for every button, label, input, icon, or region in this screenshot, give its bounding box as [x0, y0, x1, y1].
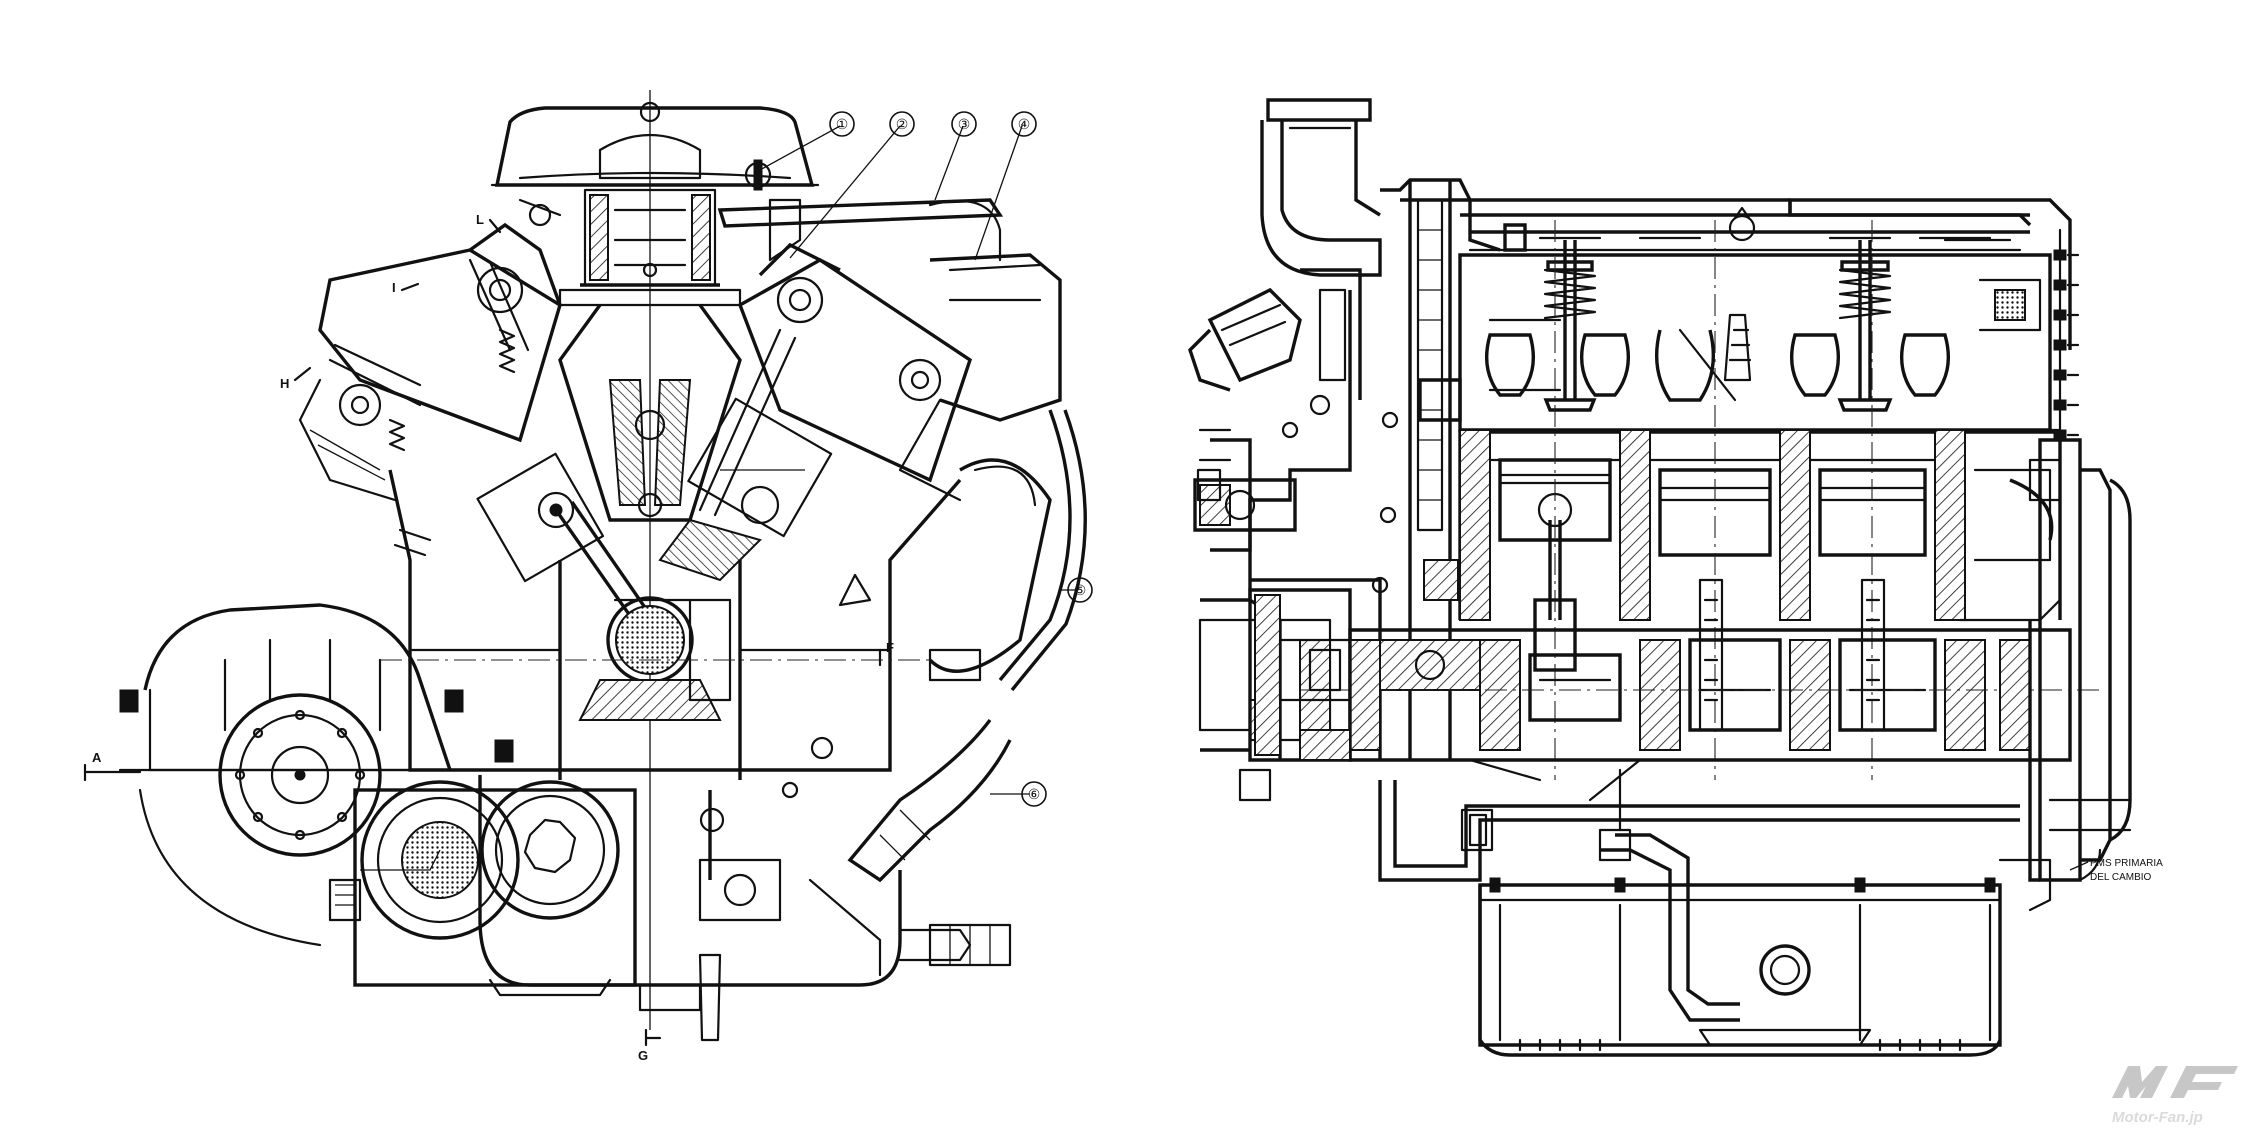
exhaust-and-hose [717, 198, 1087, 883]
side-note: PMS PRIMARIA DEL CAMBIO [2069, 858, 2163, 883]
rear-bolt-column [2053, 228, 2080, 442]
motor-fan-watermark: Motor-Fan.jp [2112, 1066, 2238, 1126]
callout-2: ② [889, 111, 915, 137]
air-cleaner [490, 90, 820, 1030]
oil-pump-gears [328, 780, 637, 987]
callout-6: ⑥ [1021, 781, 1047, 807]
oil-pickup-and-sump [1378, 758, 2020, 1057]
svg-text:②: ② [896, 116, 909, 132]
section-mark-l: L [476, 212, 484, 227]
callout-1: ① [829, 111, 855, 137]
cylinder-head-section [1458, 240, 2052, 432]
svg-text:③: ③ [958, 116, 971, 132]
left-cylinder-head [298, 222, 563, 502]
callout-leaders [759, 125, 1078, 795]
crankshaft-section [578, 596, 722, 721]
side-note-line-1: PMS PRIMARIA [2090, 858, 2163, 869]
detail-fittings [393, 159, 872, 799]
crankcase [380, 469, 962, 780]
svg-text:④: ④ [1018, 116, 1031, 132]
oil-sump [478, 775, 1012, 1042]
callout-5: ⑤ [1067, 577, 1093, 603]
section-mark-f: F [886, 640, 894, 655]
svg-text:①: ① [836, 116, 849, 132]
section-mark-h: H [280, 376, 289, 391]
section-mark-i: I [392, 280, 396, 295]
section-marks: A F H I L G [83, 212, 894, 1063]
clutch-bell-housing [118, 603, 514, 947]
front-fittings [1188, 328, 1399, 802]
cylinder-block [1458, 220, 2062, 780]
side-note-line-2: DEL CAMBIO [2090, 872, 2152, 883]
oil-filler-neck [1260, 98, 1382, 277]
left-piston-conrod [476, 452, 657, 631]
watermark-site: Motor-Fan.jp [2112, 1109, 2203, 1126]
longitudinal-section-drawing: PMS PRIMARIA DEL CAMBIO [1188, 98, 2163, 1057]
cam-cover [1400, 198, 2072, 350]
callout-3: ③ [951, 111, 977, 137]
section-mark-g: G [638, 1048, 648, 1063]
intake-manifold [558, 304, 742, 522]
crank-pulley [1198, 588, 1352, 762]
svg-text:⑤: ⑤ [1074, 582, 1087, 598]
right-cylinder-head [658, 242, 973, 582]
timing-chain [1379, 180, 1481, 760]
svg-text:⑥: ⑥ [1028, 786, 1041, 802]
bell-housing-profile [1998, 620, 2102, 912]
flywheel [2028, 438, 2132, 882]
carburettor [558, 188, 742, 307]
transverse-section-drawing: A F H I L G ① ② [83, 90, 1093, 1063]
callout-4: ④ [1011, 111, 1037, 137]
section-mark-a: A [92, 750, 102, 765]
crankshaft-longitudinal [1300, 578, 2100, 762]
